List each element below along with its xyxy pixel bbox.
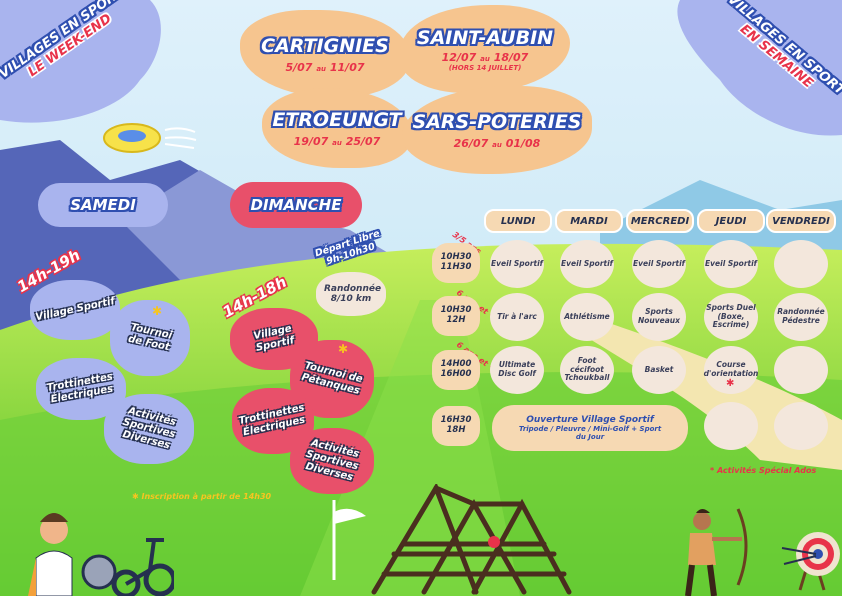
climbing-frame-icon <box>371 484 572 595</box>
time-slot: 10H30 12H <box>432 296 480 336</box>
weekday-header: MARDI <box>555 209 623 233</box>
activity-cell: Course d'orientation <box>704 346 758 394</box>
village-opening-title: Ouverture Village Sportif <box>526 414 654 425</box>
village-date-start: 19/07 <box>293 134 329 148</box>
time-start: 16H30 <box>440 415 472 426</box>
activity-cell: Sports Duel (Boxe, Escrime) <box>704 293 758 341</box>
saturday-activity: Village Sportif <box>30 280 120 340</box>
weekday-header: MERCREDI <box>626 209 694 233</box>
sunday-activity-text: Activités Sportives Diverses <box>304 437 361 484</box>
registration-note-text: Inscription à partir de 14h30 <box>141 492 272 501</box>
village-date-end: 18/07 <box>493 50 529 64</box>
time-end: 12H <box>446 315 466 325</box>
sunday-activity-text: Trottinettes Électriques <box>237 402 307 439</box>
star-icon: ✱ <box>152 304 163 318</box>
sunday-hike: Randonnée 8/10 km <box>316 272 386 316</box>
flag-icon <box>332 500 366 580</box>
saturday-activity-text: Tournoi de Foot <box>127 321 173 354</box>
activity-cell: Sports Nouveaux <box>632 293 686 341</box>
village-opening-cell: Ouverture Village Sportif Tripode / Pleu… <box>492 405 688 451</box>
saturday-activity-text: Activités Sportives Diverses <box>121 405 178 452</box>
activity-cell: Randonnée Pédestre <box>774 293 828 341</box>
activity-cell: Eveil Sportif <box>704 240 758 288</box>
activity-cell: Athlétisme <box>560 293 614 341</box>
activity-cell: Eveil Sportif <box>490 240 544 288</box>
archer-icon <box>685 508 748 596</box>
village-name: SARS-POTERIES <box>412 110 582 133</box>
village-date-sep: au <box>480 54 490 63</box>
sunday-hike-text: Randonnée 8/10 km <box>324 284 382 304</box>
saturday-label: SAMEDI <box>38 183 168 227</box>
saturday-activity-text: Village Sportif <box>34 295 116 324</box>
saturday-activity-text: Trottinettes Électriques <box>46 371 114 406</box>
village-name: SAINT-AUBIN <box>416 26 554 49</box>
star-icon: ✱ <box>132 492 139 501</box>
village-note: (HORS 14 JUILLET) <box>448 63 522 72</box>
activity-cell <box>774 346 828 394</box>
weekday-header: JEUDI <box>697 209 765 233</box>
time-end: 18H <box>446 425 466 435</box>
time-end: 11H30 <box>440 262 472 272</box>
sunday-label: DIMANCHE <box>230 182 362 228</box>
weekday-header: VENDREDI <box>766 209 836 233</box>
saturday-activity: Activités Sportives Diverses <box>104 394 194 464</box>
star-icon: ✱ <box>338 342 349 356</box>
sunday-label-text: DIMANCHE <box>250 196 342 214</box>
village-opening-subtitle: Tripode / Pleuvre / Mini-Golf + Sport du… <box>518 424 662 441</box>
activity-cell <box>774 402 828 450</box>
weekday-header: LUNDI <box>484 209 552 233</box>
registration-note: ✱ Inscription à partir de 14h30 <box>132 492 271 501</box>
scooter-icon <box>28 513 174 596</box>
village-etroeungt: ETROEUNGT 19/07 au 25/07 <box>262 88 412 168</box>
village-date-start: 5/07 <box>285 60 313 74</box>
time-slot: 16H30 18H <box>432 406 480 446</box>
village-name: CARTIGNIES <box>261 34 389 57</box>
village-date-start: 12/07 <box>441 50 477 64</box>
star-icon: ✱ <box>726 378 735 389</box>
village-date-sep: au <box>316 64 327 73</box>
activity-cell <box>774 240 828 288</box>
sunday-activity: Activités Sportives Diverses <box>290 428 374 494</box>
village-date-end: 01/08 <box>505 136 541 150</box>
village-cartignies: CARTIGNIES 5/07 au 11/07 <box>240 10 410 98</box>
archery-target-icon <box>781 532 840 591</box>
village-date-start: 26/07 <box>453 136 489 150</box>
activity-cell: Basket <box>632 346 686 394</box>
time-start: 10H30 <box>440 305 472 316</box>
activity-cell: Eveil Sportif <box>560 240 614 288</box>
time-slot: 10H30 11H30 <box>432 243 480 283</box>
frisbee-icon <box>103 123 197 153</box>
sunday-activity-text: Village Sportif <box>252 323 296 354</box>
village-sars-poteries: SARS-POTERIES 26/07 au 01/08 <box>402 86 592 174</box>
saturday-label-text: SAMEDI <box>70 196 136 214</box>
village-date-end: 11/07 <box>329 60 365 74</box>
village-date-sep: au <box>332 138 342 147</box>
village-date-sep: au <box>492 140 502 149</box>
activity-cell: Eveil Sportif <box>632 240 686 288</box>
ados-note: * Activités Spécial Ados <box>710 466 817 475</box>
time-start: 14H00 <box>440 359 472 370</box>
village-name: ETROEUNGT <box>272 108 402 131</box>
sunday-activity-text: Tournoi de Pétanques <box>300 360 364 397</box>
activity-cell: Tir à l'arc <box>490 293 544 341</box>
time-start: 10H30 <box>440 252 472 263</box>
saturday-activity: Tournoi de Foot <box>110 300 190 376</box>
time-end: 16H00 <box>440 369 472 379</box>
activity-cell: Ultimate Disc Golf <box>490 346 544 394</box>
time-slot: 14H00 16H00 <box>432 350 480 390</box>
activity-cell <box>704 402 758 450</box>
village-date-end: 25/07 <box>345 134 381 148</box>
activity-cell: Foot cécifoot Tchoukball <box>560 346 614 394</box>
